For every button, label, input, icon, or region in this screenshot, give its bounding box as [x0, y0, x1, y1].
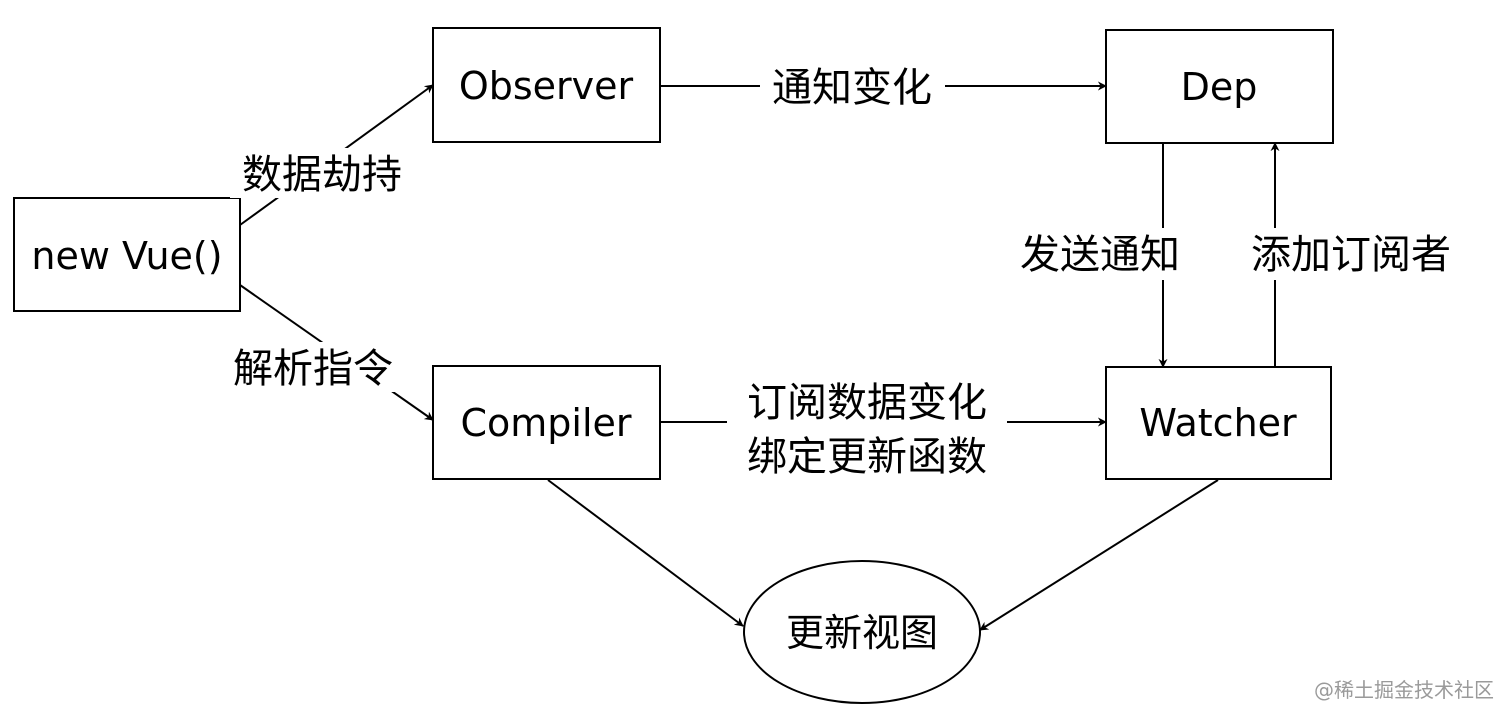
node-watcher: Watcher [1105, 366, 1332, 480]
label-add-subscriber: 添加订阅者 [1236, 228, 1468, 280]
node-observer: Observer [432, 27, 661, 143]
node-update-view: 更新视图 [743, 560, 981, 704]
node-observer-label: Observer [459, 64, 634, 108]
node-watcher-label: Watcher [1139, 401, 1297, 445]
node-update-view-label: 更新视图 [786, 611, 938, 655]
edge-label-add-subscriber: 添加订阅者 [1251, 232, 1451, 278]
label-parse-directive: 解析指令 [218, 342, 408, 392]
edge-label-subscribe-change: 订阅数据变化 [747, 380, 987, 426]
edge-label-bind-update: 绑定更新函数 [747, 434, 987, 480]
edge-label-send-notify: 发送通知 [1020, 232, 1180, 278]
node-new-vue: new Vue() [13, 197, 241, 312]
edge-label-notify-change: 通知变化 [772, 65, 932, 111]
watermark: @稀土掘金技术社区 [1314, 678, 1494, 702]
node-new-vue-label: new Vue() [31, 234, 222, 278]
node-compiler-label: Compiler [460, 401, 631, 445]
edge-label-data-hijack: 数据劫持 [242, 152, 402, 198]
node-dep: Dep [1105, 29, 1334, 144]
node-compiler: Compiler [432, 365, 661, 480]
label-send-notify: 发送通知 [1008, 228, 1198, 280]
edge-watcher-to-view [979, 479, 1219, 631]
edge-label-parse-directive: 解析指令 [233, 346, 393, 392]
label-data-hijack: 数据劫持 [230, 148, 415, 198]
label-notify-change: 通知变化 [760, 60, 945, 112]
label-subscribe-bind: 订阅数据变化 绑定更新函数 [727, 372, 1007, 482]
node-dep-label: Dep [1181, 65, 1258, 109]
edge-compiler-to-view [547, 479, 744, 627]
